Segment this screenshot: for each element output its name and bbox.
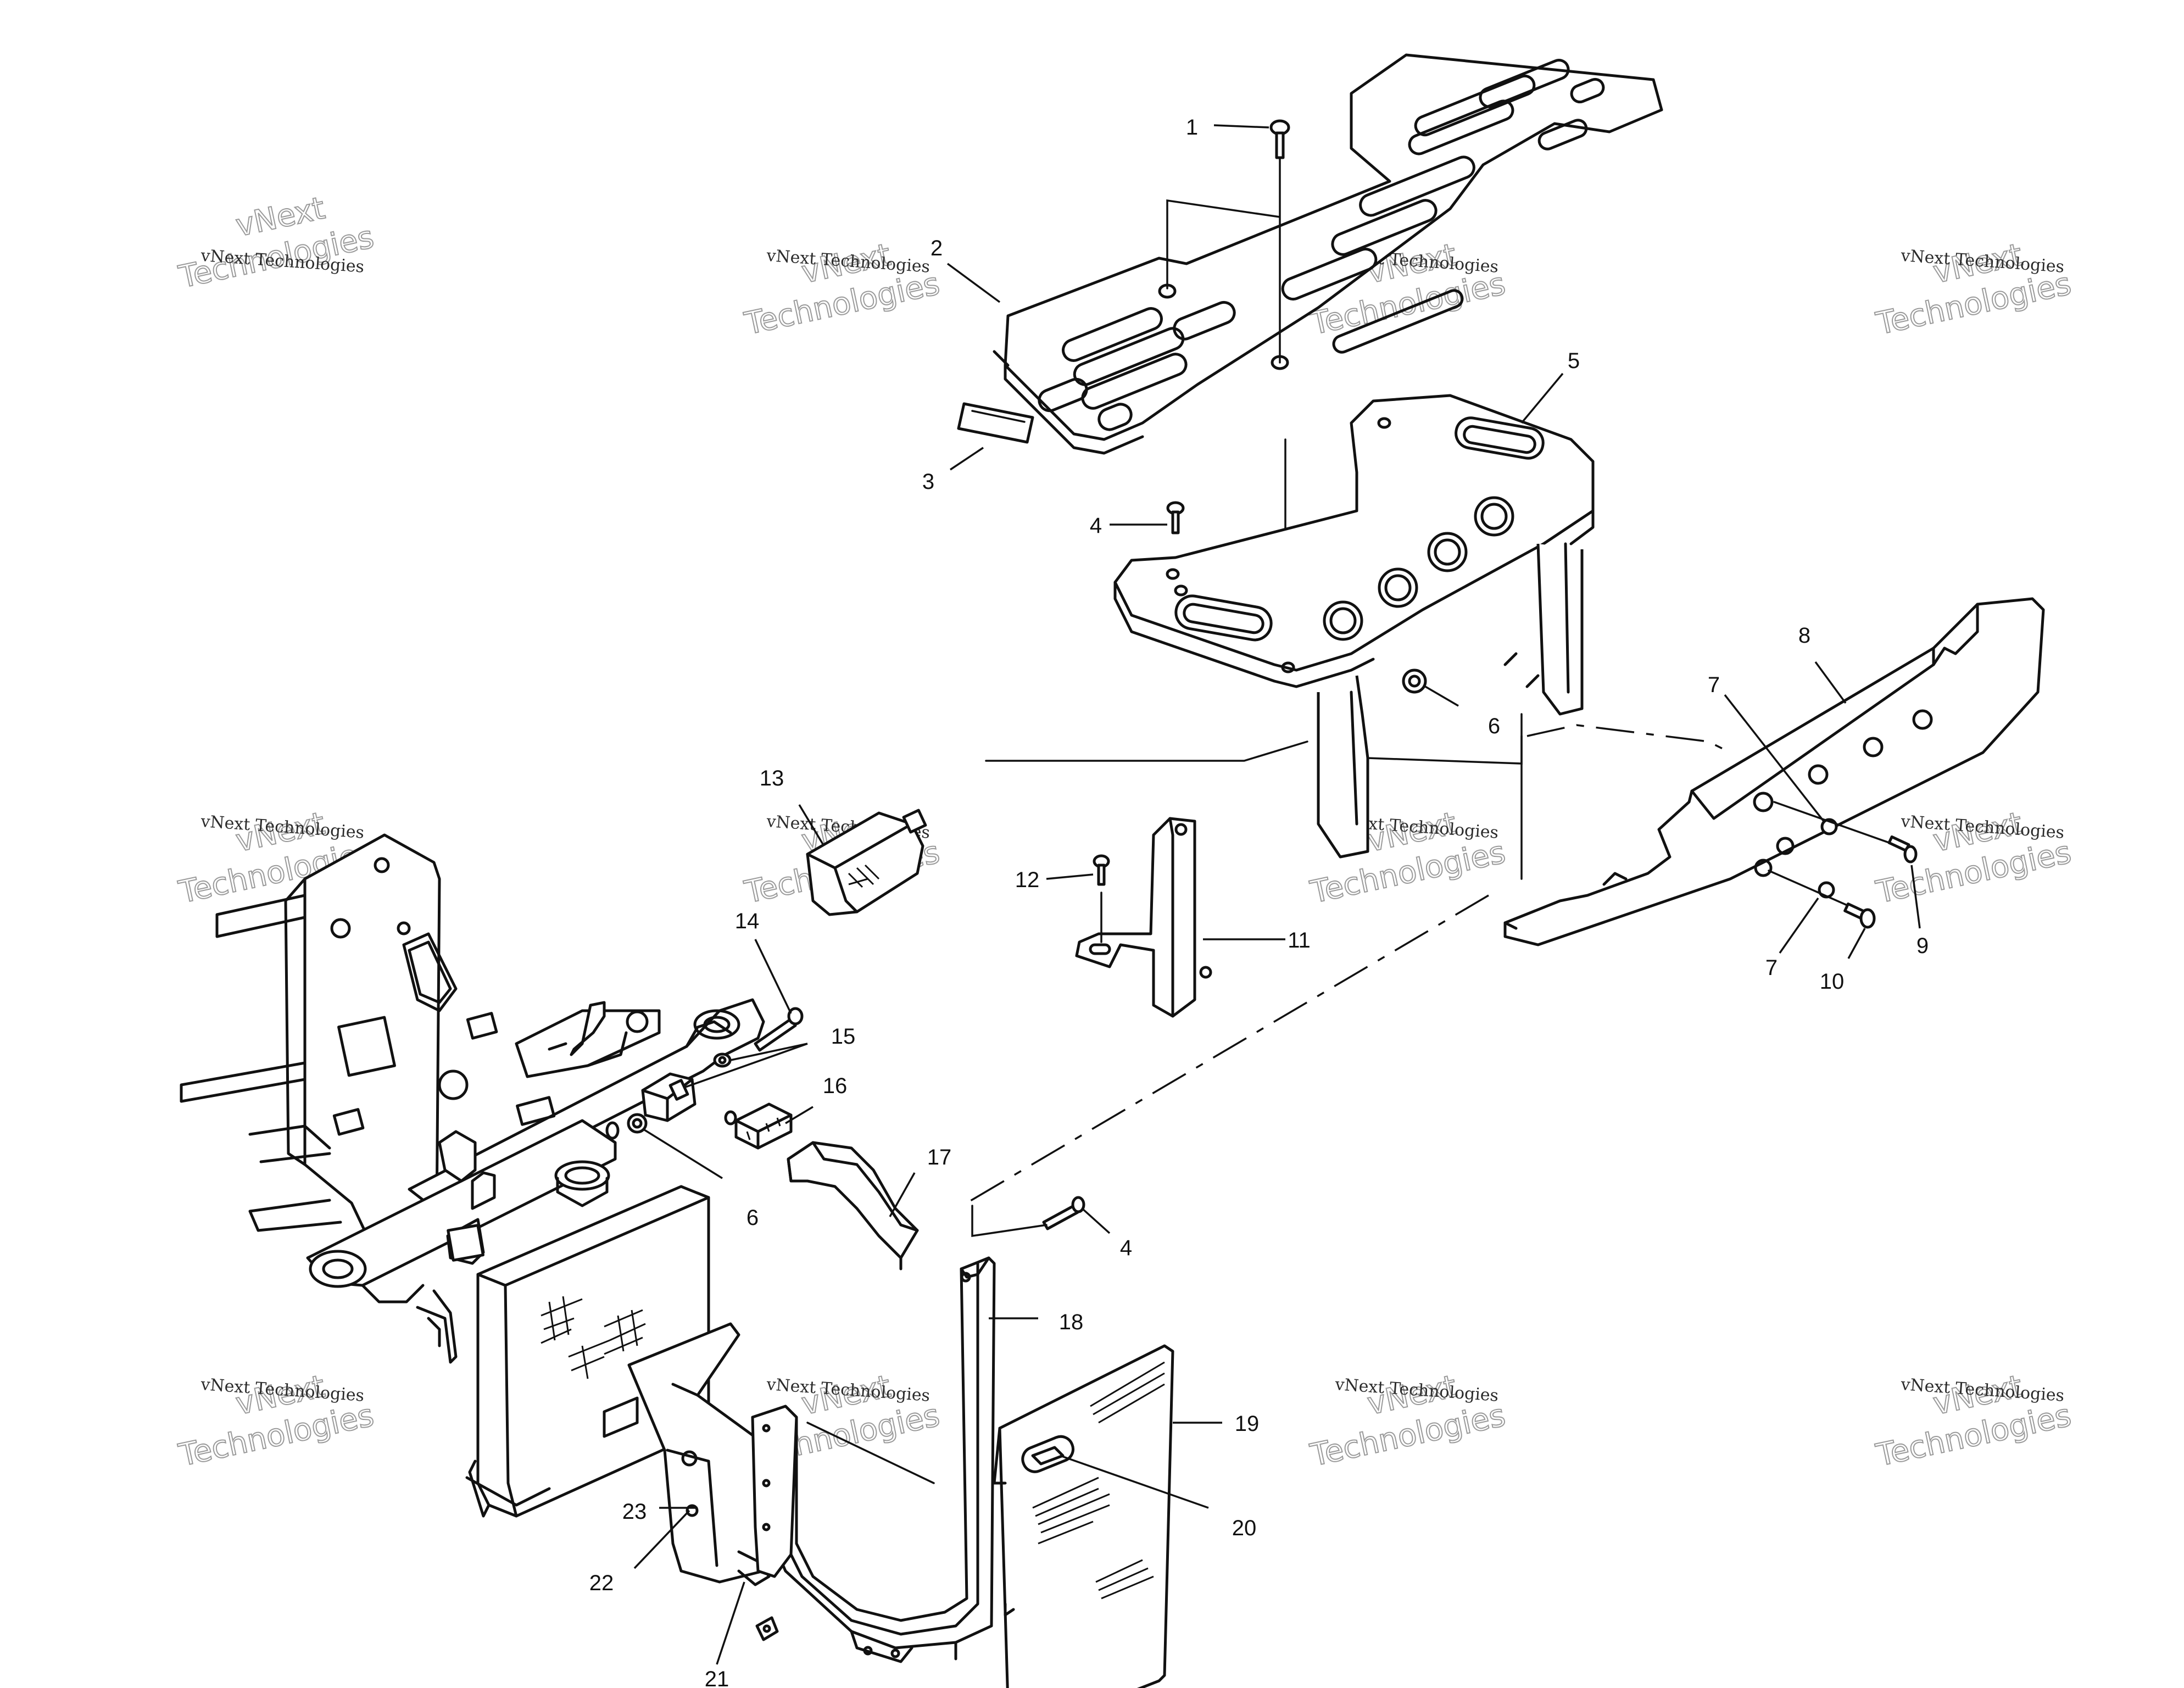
rack-slots (1038, 59, 1605, 431)
bolt-12 (1093, 854, 1110, 886)
reflector (957, 402, 1034, 444)
callout-9: 9 (1916, 934, 1929, 958)
callout-23: 23 (622, 1500, 647, 1524)
watermark-4: vNext Technologies (1873, 236, 2075, 342)
watermark-12: vNext Technologies (1873, 1368, 2075, 1474)
side-panel (993, 1344, 1174, 1688)
callout-13: 13 (760, 766, 784, 790)
spacer-16 (724, 1102, 793, 1150)
construction-line-top (985, 740, 1308, 762)
callout-8: 8 (1798, 623, 1810, 648)
callout-20: 20 (1232, 1516, 1257, 1540)
air-duct (787, 1141, 919, 1271)
deflector-plate (751, 1405, 798, 1578)
rack-support (1113, 394, 1595, 880)
callout-1: 1 (1186, 115, 1198, 140)
callout-10: 10 (1820, 970, 1845, 994)
construction-line-diagonal (1526, 724, 1731, 754)
callout-12: 12 (1015, 868, 1040, 892)
callout-6-upper: 6 (1488, 714, 1500, 738)
bolt-10 (1843, 902, 1876, 929)
callout-7-upper: 7 (1708, 673, 1720, 697)
frame-assembly (180, 833, 765, 1364)
leader-lines (633, 124, 1921, 1665)
callout-11: 11 (1288, 928, 1311, 952)
callout-14: 14 (735, 909, 760, 933)
nut-6-lower (605, 1113, 648, 1140)
watermark-9: vNext Technologies (175, 1368, 377, 1474)
callout-22: 22 (589, 1571, 614, 1595)
rack-bolt (1269, 119, 1290, 159)
bolt-4-lower (1042, 1196, 1085, 1230)
panel-texture (1032, 1361, 1165, 1600)
front-rack (993, 53, 1663, 455)
watermark-2: vNext Technologies (741, 236, 943, 342)
clip-21 (755, 1616, 779, 1641)
bolt-upper (1166, 501, 1185, 534)
callout-5: 5 (1568, 349, 1580, 373)
callout-7-lower: 7 (1765, 956, 1778, 980)
watermark-1: vNext Technologies (175, 190, 377, 296)
callout-4-upper: 4 (1090, 514, 1102, 538)
bolt-4-guide (971, 1205, 1048, 1238)
washer-15 (713, 1052, 732, 1068)
watermark-11: vNext Technologies (1307, 1368, 1509, 1474)
construction-line-long (966, 894, 1489, 1204)
bolt-14 (754, 1007, 804, 1052)
callout-4-lower: 4 (1120, 1236, 1132, 1260)
radiator (447, 1160, 710, 1518)
callout-18: 18 (1059, 1310, 1084, 1334)
callout-15: 15 (831, 1024, 856, 1049)
nut-upper (1402, 668, 1427, 694)
callout-19: 19 (1235, 1412, 1260, 1436)
callout-21: 21 (705, 1667, 729, 1688)
callout-16: 16 (823, 1074, 848, 1098)
watermark-8: vNext Technologies (1873, 805, 2075, 911)
radiator-core (541, 1296, 646, 1379)
callout-2: 2 (931, 236, 943, 260)
headlight (806, 809, 927, 916)
rack-guide-lines (1166, 158, 1281, 364)
mount-block (641, 1072, 697, 1122)
bolt-9 (1887, 835, 1918, 864)
callout-labels: 1 2 3 4 5 6 7 8 9 10 7 11 12 13 14 15 16… (589, 115, 1929, 1688)
mount-bracket (1075, 817, 1212, 1018)
bumper-hardware (1768, 801, 1918, 929)
callout-17: 17 (927, 1145, 952, 1169)
front-bumper (1503, 597, 2045, 946)
callout-6-lower: 6 (746, 1206, 759, 1230)
callout-3: 3 (922, 470, 934, 494)
